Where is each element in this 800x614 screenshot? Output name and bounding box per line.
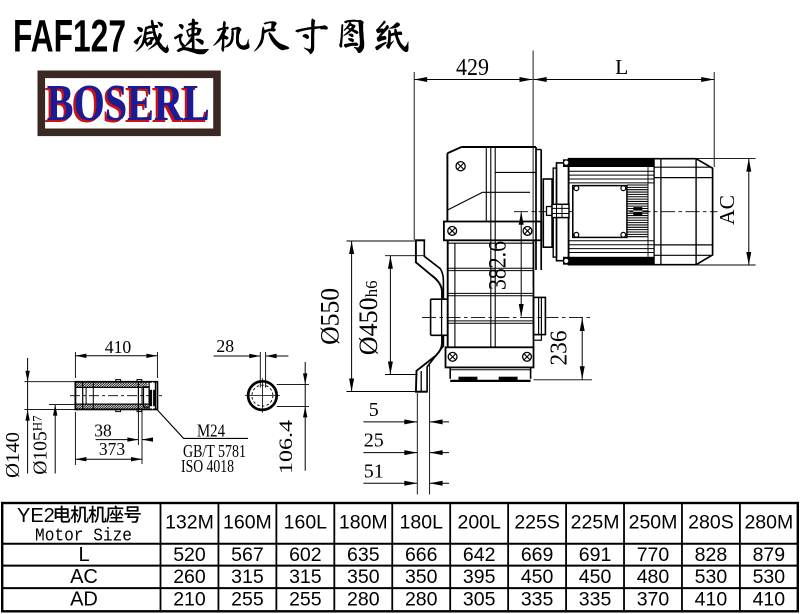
svg-text:305: 305: [463, 588, 496, 610]
svg-text:L: L: [78, 544, 89, 566]
svg-text:260: 260: [173, 566, 206, 588]
svg-text:315: 315: [289, 566, 322, 588]
svg-text:395: 395: [463, 566, 496, 588]
svg-text:Ø140: Ø140: [3, 432, 24, 478]
svg-text:280: 280: [405, 588, 438, 610]
svg-text:200L: 200L: [457, 511, 501, 533]
svg-text:315: 315: [231, 566, 264, 588]
svg-text:666: 666: [405, 544, 438, 566]
svg-text:160M: 160M: [223, 511, 272, 533]
svg-text:602: 602: [289, 544, 322, 566]
svg-text:280S: 280S: [688, 511, 734, 533]
svg-text:5: 5: [369, 399, 379, 421]
svg-text:350: 350: [405, 566, 438, 588]
svg-text:Motor Size: Motor Size: [35, 526, 132, 546]
svg-text:410: 410: [753, 588, 786, 610]
svg-text:AC: AC: [70, 566, 98, 588]
svg-text:350: 350: [347, 566, 380, 588]
svg-text:160L: 160L: [284, 511, 328, 533]
svg-text:520: 520: [173, 544, 206, 566]
svg-text:AC: AC: [715, 195, 739, 225]
svg-text:335: 335: [579, 588, 612, 610]
svg-text:429: 429: [456, 55, 489, 81]
svg-text:335: 335: [521, 588, 554, 610]
svg-text:255: 255: [289, 588, 322, 610]
svg-text:28: 28: [216, 336, 234, 356]
svg-text:530: 530: [753, 566, 786, 588]
svg-text:280: 280: [347, 588, 380, 610]
svg-text:GB/T 5781: GB/T 5781: [183, 441, 246, 461]
svg-text:567: 567: [231, 544, 264, 566]
svg-text:255: 255: [231, 588, 264, 610]
svg-text:642: 642: [463, 544, 496, 566]
svg-text:51: 51: [364, 460, 384, 482]
svg-text:FAF127: FAF127: [13, 11, 126, 62]
svg-text:Ø550: Ø550: [316, 288, 345, 345]
svg-text:BOSERL: BOSERL: [47, 75, 210, 132]
svg-text:180M: 180M: [339, 511, 388, 533]
svg-text:370: 370: [637, 588, 670, 610]
svg-text:480: 480: [637, 566, 670, 588]
svg-text:ISO 4018: ISO 4018: [181, 456, 234, 476]
svg-text:410: 410: [695, 588, 728, 610]
svg-text:410: 410: [105, 337, 132, 357]
svg-text:373: 373: [99, 439, 126, 459]
svg-text:AD: AD: [70, 588, 98, 610]
svg-text:225M: 225M: [571, 511, 620, 533]
svg-text:180L: 180L: [400, 511, 444, 533]
svg-text:L: L: [615, 55, 628, 79]
svg-text:828: 828: [695, 544, 728, 566]
svg-text:132M: 132M: [165, 511, 214, 533]
svg-text:635: 635: [347, 544, 380, 566]
svg-text:382.6: 382.6: [485, 241, 512, 290]
svg-text:669: 669: [521, 544, 554, 566]
svg-text:280M: 280M: [744, 511, 793, 533]
svg-text:210: 210: [173, 588, 206, 610]
svg-text:38: 38: [94, 421, 112, 441]
svg-text:250M: 250M: [629, 511, 678, 533]
svg-text:225S: 225S: [514, 511, 560, 533]
svg-text:770: 770: [637, 544, 670, 566]
svg-text:450: 450: [521, 566, 554, 588]
svg-text:530: 530: [695, 566, 728, 588]
svg-text:236: 236: [547, 331, 573, 366]
svg-text:106.4: 106.4: [276, 419, 297, 474]
svg-text:YE2: YE2: [17, 505, 55, 527]
svg-text:M24: M24: [197, 421, 225, 441]
svg-text:25: 25: [364, 430, 384, 452]
svg-text:450: 450: [579, 566, 612, 588]
svg-text:879: 879: [753, 544, 786, 566]
svg-text:BOSERL: BOSERL: [45, 77, 208, 134]
svg-text:691: 691: [579, 544, 612, 566]
